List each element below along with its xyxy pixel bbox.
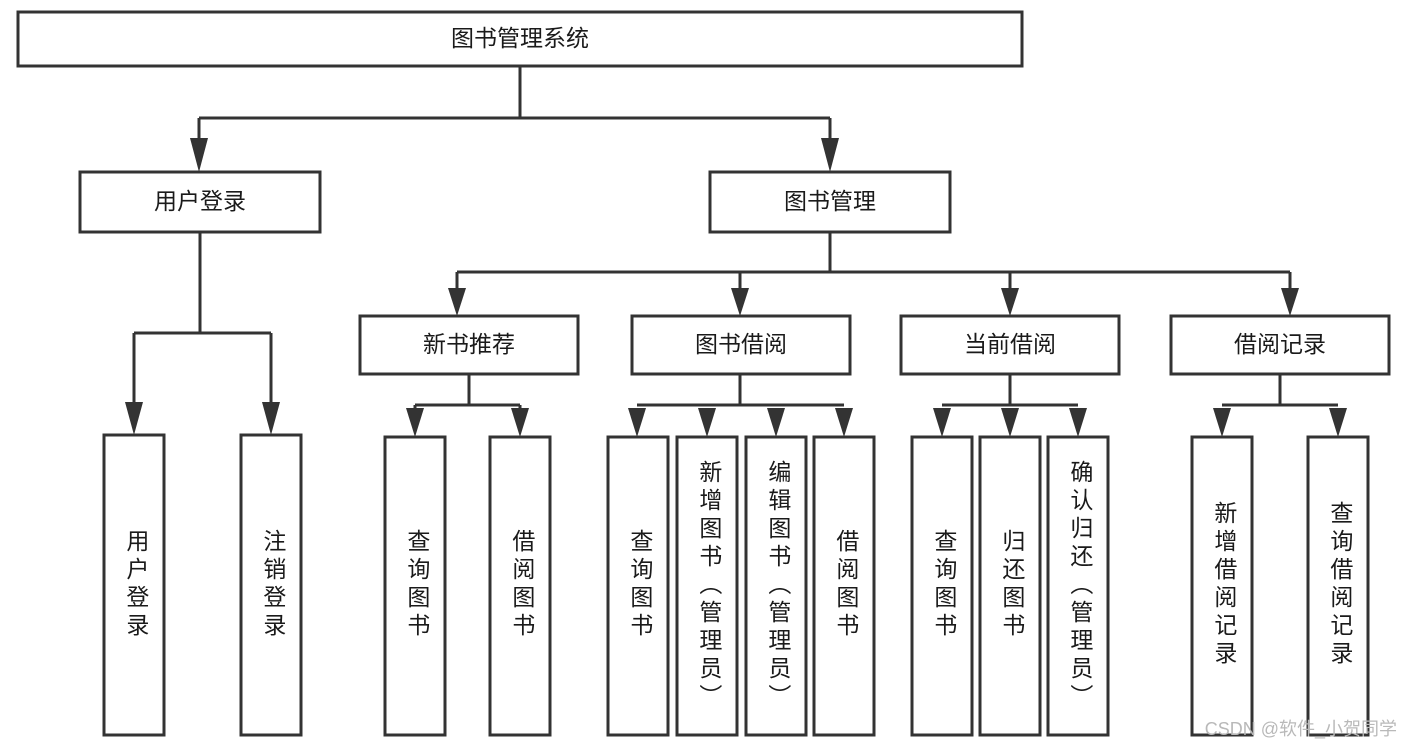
node-label-leaf-confirm-return: 确认归还（管理员） xyxy=(1067,460,1094,712)
node-new-book-recommend[interactable]: 新书推荐 xyxy=(358,314,580,376)
node-box-leaf-confirm-return[interactable] xyxy=(1046,435,1110,737)
node-box-leaf-return-book[interactable] xyxy=(978,435,1042,737)
node-box-leaf-query-record[interactable] xyxy=(1306,435,1370,737)
node-leaf-borrow-book-1[interactable]: 借阅图书 xyxy=(488,435,552,737)
connector-group-borrow-record xyxy=(1213,374,1347,437)
node-current-borrow[interactable]: 当前借阅 xyxy=(899,314,1121,376)
connector-group-current-borrow xyxy=(933,374,1087,437)
node-label-leaf-borrow-book-1: 借阅图书 xyxy=(509,529,536,641)
arrow-cb-leaf-1 xyxy=(933,408,951,437)
arrow-nbr-leaf-2 xyxy=(511,408,529,437)
node-leaf-add-record[interactable]: 新增借阅记录 xyxy=(1190,435,1254,737)
node-box-leaf-borrow-book-2[interactable] xyxy=(812,435,876,737)
arrow-nbr-leaf-1 xyxy=(406,408,424,437)
node-box-current-borrow[interactable] xyxy=(899,314,1121,376)
node-label-leaf-query-book-2: 查询图书 xyxy=(627,529,654,641)
node-label-book-management: 图书管理 xyxy=(784,188,876,214)
connector-group-root xyxy=(190,66,839,172)
node-box-leaf-borrow-book-1[interactable] xyxy=(488,435,552,737)
node-label-root: 图书管理系统 xyxy=(451,25,589,51)
arrow-bm-to-new-book-recommend xyxy=(448,288,466,316)
node-box-new-book-recommend[interactable] xyxy=(358,314,580,376)
node-label-leaf-query-book-3: 查询图书 xyxy=(931,529,958,641)
node-label-new-book-recommend: 新书推荐 xyxy=(423,331,515,357)
node-box-leaf-add-record[interactable] xyxy=(1190,435,1254,737)
arrow-root-to-user-login xyxy=(190,138,208,172)
node-label-leaf-user-login: 用户登录 xyxy=(123,529,150,641)
watermark: CSDN @软件_小贺同学 xyxy=(1204,719,1397,739)
node-box-book-borrow[interactable] xyxy=(630,314,852,376)
node-box-root[interactable] xyxy=(16,10,1024,68)
node-borrow-record[interactable]: 借阅记录 xyxy=(1169,314,1391,376)
node-box-leaf-logout-login[interactable] xyxy=(239,433,303,737)
arrow-user-login-leaf-1 xyxy=(125,402,143,435)
arrow-bb-leaf-2 xyxy=(698,408,716,437)
node-book-management[interactable]: 图书管理 xyxy=(708,170,952,234)
arrow-root-to-book-management xyxy=(821,138,839,172)
arrow-bm-to-current-borrow xyxy=(1001,288,1019,316)
node-box-leaf-user-login[interactable] xyxy=(102,433,166,737)
node-user-login[interactable]: 用户登录 xyxy=(78,170,322,234)
arrow-cb-leaf-2 xyxy=(1001,408,1019,437)
arrow-br-leaf-1 xyxy=(1213,408,1231,437)
connector-group-user-login xyxy=(125,232,280,435)
node-book-management-system[interactable]: 图书管理系统 xyxy=(16,10,1024,68)
node-leaf-borrow-book-2[interactable]: 借阅图书 xyxy=(812,435,876,737)
node-book-borrow[interactable]: 图书借阅 xyxy=(630,314,852,376)
arrow-bb-leaf-3 xyxy=(767,408,785,437)
node-leaf-edit-book[interactable]: 编辑图书（管理员） xyxy=(744,435,808,737)
node-label-user-login: 用户登录 xyxy=(154,188,246,214)
node-label-leaf-edit-book: 编辑图书（管理员） xyxy=(765,460,792,712)
node-leaf-confirm-return[interactable]: 确认归还（管理员） xyxy=(1046,435,1110,737)
node-box-leaf-edit-book[interactable] xyxy=(744,435,808,737)
node-label-leaf-add-record: 新增借阅记录 xyxy=(1211,501,1238,669)
node-leaf-query-book-2[interactable]: 查询图书 xyxy=(606,435,670,737)
node-box-leaf-query-book-3[interactable] xyxy=(910,435,974,737)
arrow-bm-to-borrow-record xyxy=(1281,288,1299,316)
node-leaf-logout-login[interactable]: 注销登录 xyxy=(239,433,303,737)
arrow-bb-leaf-4 xyxy=(835,408,853,437)
arrow-bb-leaf-1 xyxy=(628,408,646,437)
arrow-br-leaf-2 xyxy=(1329,408,1347,437)
node-label-leaf-query-book-1: 查询图书 xyxy=(404,529,431,641)
node-leaf-add-book[interactable]: 新增图书（管理员） xyxy=(675,435,739,737)
node-label-leaf-query-record: 查询借阅记录 xyxy=(1327,501,1354,669)
node-label-current-borrow: 当前借阅 xyxy=(964,331,1056,357)
node-label-borrow-record: 借阅记录 xyxy=(1234,331,1326,357)
node-box-book-management[interactable] xyxy=(708,170,952,234)
connector-group-book-borrow xyxy=(628,374,853,437)
node-label-leaf-add-book: 新增图书（管理员） xyxy=(696,460,723,712)
node-box-user-login[interactable] xyxy=(78,170,322,234)
node-box-leaf-add-book[interactable] xyxy=(675,435,739,737)
node-leaf-return-book[interactable]: 归还图书 xyxy=(978,435,1042,737)
node-box-leaf-query-book-1[interactable] xyxy=(383,435,447,737)
node-leaf-user-login[interactable]: 用户登录 xyxy=(102,433,166,737)
node-leaf-query-book-1[interactable]: 查询图书 xyxy=(383,435,447,737)
connector-group-new-book-recommend xyxy=(406,374,529,437)
arrow-bm-to-book-borrow xyxy=(731,288,749,316)
node-label-leaf-borrow-book-2: 借阅图书 xyxy=(833,529,860,641)
node-label-leaf-logout-login: 注销登录 xyxy=(260,529,287,641)
node-leaf-query-record[interactable]: 查询借阅记录 xyxy=(1306,435,1370,737)
arrow-cb-leaf-3 xyxy=(1069,408,1087,437)
connector-group-book-management xyxy=(448,232,1299,316)
node-label-leaf-return-book: 归还图书 xyxy=(999,529,1026,641)
arrow-user-login-leaf-2 xyxy=(262,402,280,435)
node-leaf-query-book-3[interactable]: 查询图书 xyxy=(910,435,974,737)
node-box-leaf-query-book-2[interactable] xyxy=(606,435,670,737)
node-box-borrow-record[interactable] xyxy=(1169,314,1391,376)
node-label-book-borrow: 图书借阅 xyxy=(695,331,787,357)
